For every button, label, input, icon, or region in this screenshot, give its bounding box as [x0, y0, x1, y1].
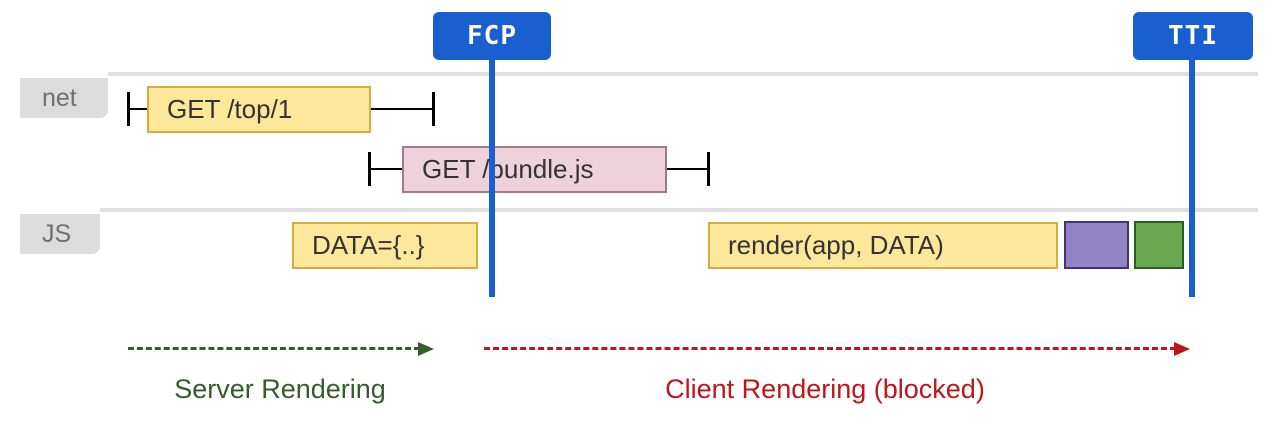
green-task-block [1134, 221, 1184, 269]
bundle-request-lead-line [369, 168, 403, 170]
top-request-box: GET /top/1 [147, 86, 371, 133]
fcp-badge: FCP [433, 12, 551, 60]
purple-task-block [1064, 221, 1129, 269]
client-rendering-caption: Client Rendering (blocked) [665, 374, 985, 404]
tti-marker-line [1189, 40, 1195, 297]
net-row-line [108, 72, 1258, 76]
server-rendering-caption: Server Rendering [174, 374, 386, 404]
js-row-line [100, 208, 1258, 212]
fcp-marker-line [489, 40, 495, 297]
net-row-label: net [20, 78, 108, 118]
top-request-end-cap [432, 92, 435, 126]
top-request-lead-line [128, 108, 148, 110]
top-request-tail-line [371, 108, 433, 110]
data-task-box: DATA={..} [292, 222, 478, 269]
client-rendering-arrowhead [1174, 342, 1190, 356]
bundle-request-box: GET /bundle.js [402, 146, 667, 193]
js-row-label: JS [20, 214, 100, 254]
server-rendering-arrowhead [418, 342, 434, 356]
tti-badge: TTI [1133, 12, 1253, 60]
render-task-box: render(app, DATA) [708, 222, 1058, 269]
bundle-request-end-cap [707, 152, 710, 186]
client-rendering-arrow [484, 347, 1176, 350]
bundle-request-tail-line [667, 168, 709, 170]
server-rendering-arrow [128, 347, 420, 350]
